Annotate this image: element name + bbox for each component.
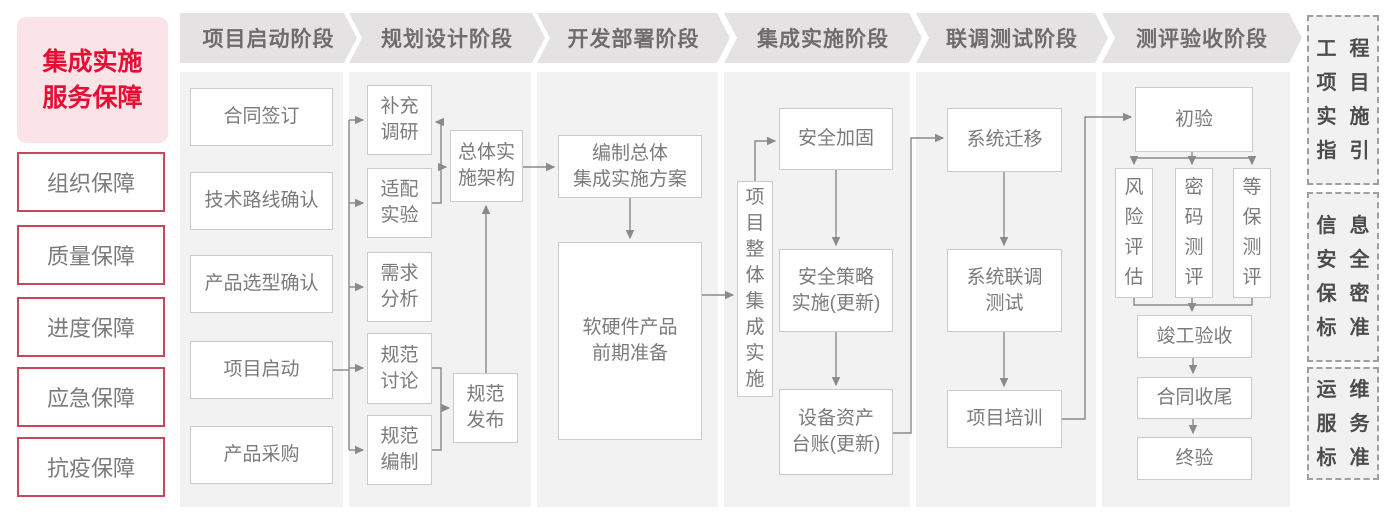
node-security-hardening: 安全加固 bbox=[779, 108, 893, 170]
phase-header-joint-testing: 联调测试阶段 bbox=[916, 13, 1108, 63]
node-overall-project-integration: 项 目 整 体 集 成 实 施 bbox=[737, 181, 773, 397]
phase-header-planning-design: 规划设计阶段 bbox=[349, 13, 545, 63]
standard-text-row: 信息 bbox=[1316, 215, 1383, 237]
standard-text-row: 项目 bbox=[1316, 72, 1383, 94]
node-supplementary-research: 补充 调研 bbox=[367, 85, 432, 155]
node-asset-ledger-update: 设备资产 台账(更新) bbox=[779, 389, 893, 475]
node-product-procurement: 产品采购 bbox=[190, 426, 333, 484]
node-security-policy-impl: 安全策略 实施(更新) bbox=[779, 249, 893, 332]
node-hw-sw-preparation: 软硬件产品 前期准备 bbox=[558, 242, 702, 440]
node-final-acceptance: 终验 bbox=[1137, 437, 1252, 480]
node-classified-protection-eval: 等 保 测 评 bbox=[1233, 168, 1271, 298]
standard-text-row: 工程 bbox=[1316, 38, 1383, 60]
node-completion-acceptance: 竣工验收 bbox=[1137, 315, 1252, 358]
sidebar-title: 集成实施 服务保障 bbox=[17, 17, 168, 143]
sidebar-item-emergency-guarantee: 应急保障 bbox=[17, 367, 165, 427]
node-initial-acceptance: 初验 bbox=[1135, 87, 1253, 152]
node-contract-signing: 合同签订 bbox=[190, 88, 333, 146]
phase-header-evaluation-acceptance: 测评验收阶段 bbox=[1102, 13, 1302, 63]
standard-text-row: 指引 bbox=[1316, 140, 1383, 162]
node-crypto-evaluation: 密 码 测 评 bbox=[1175, 168, 1213, 298]
node-system-migration: 系统迁移 bbox=[947, 108, 1062, 172]
node-tech-route-confirm: 技术路线确认 bbox=[190, 172, 333, 230]
phase-header-integration-impl: 集成实施阶段 bbox=[724, 13, 922, 63]
standard-project-impl-guide: 工程 项目 实施 指引 bbox=[1307, 15, 1379, 185]
node-risk-assessment: 风 险 评 估 bbox=[1115, 168, 1153, 298]
phase-header-project-kickoff: 项目启动阶段 bbox=[180, 13, 357, 63]
node-spec-drafting: 规范 编制 bbox=[367, 415, 432, 485]
sidebar-item-antiepidemic-guarantee: 抗疫保障 bbox=[17, 437, 165, 497]
sidebar-item-schedule-guarantee: 进度保障 bbox=[17, 297, 165, 357]
sidebar-item-quality-guarantee: 质量保障 bbox=[17, 225, 165, 285]
node-product-selection-confirm: 产品选型确认 bbox=[190, 255, 333, 313]
standard-om-service: 运维 服务 标准 bbox=[1307, 367, 1379, 480]
node-spec-release: 规范 发布 bbox=[453, 373, 518, 443]
node-project-kickoff: 项目启动 bbox=[190, 341, 333, 399]
standard-infosec-confidentiality: 信息 安全 保密 标准 bbox=[1307, 192, 1379, 362]
node-overall-impl-architecture: 总体实 施架构 bbox=[450, 130, 523, 202]
node-adaptation-test: 适配 实验 bbox=[367, 168, 432, 238]
node-requirement-analysis: 需求 分析 bbox=[367, 252, 432, 322]
node-project-training: 项目培训 bbox=[947, 390, 1062, 448]
node-overall-integration-plan: 编制总体 集成实施方案 bbox=[558, 135, 702, 198]
node-contract-closure: 合同收尾 bbox=[1137, 377, 1252, 419]
node-system-joint-test: 系统联调 测试 bbox=[947, 249, 1062, 332]
sidebar-item-organization-guarantee: 组织保障 bbox=[17, 152, 165, 212]
standard-text-row: 运维 bbox=[1316, 378, 1383, 401]
standard-text-row: 标准 bbox=[1316, 446, 1383, 469]
phase-header-dev-deployment: 开发部署阶段 bbox=[537, 13, 730, 63]
standard-text-row: 服务 bbox=[1316, 412, 1383, 435]
standard-text-row: 安全 bbox=[1316, 249, 1383, 271]
standard-text-row: 实施 bbox=[1316, 106, 1383, 128]
standard-text-row: 标准 bbox=[1316, 317, 1383, 339]
standard-text-row: 保密 bbox=[1316, 283, 1383, 305]
node-spec-discussion: 规范 讨论 bbox=[367, 333, 432, 404]
